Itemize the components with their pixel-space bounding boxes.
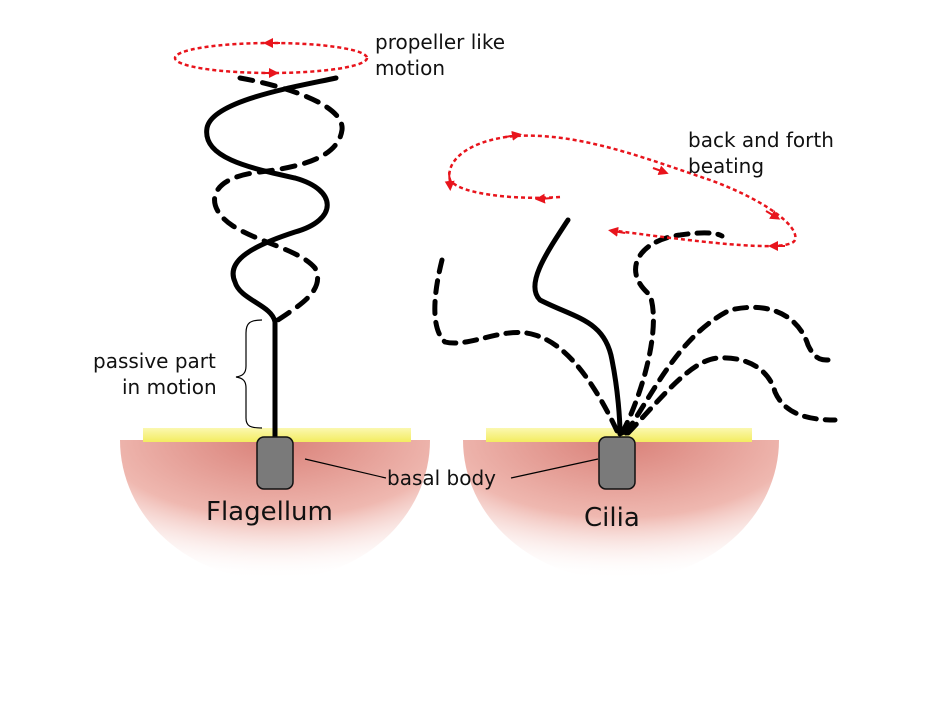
propeller-label-line1: propeller like xyxy=(375,30,505,54)
flagellum-helix-back xyxy=(212,75,345,323)
cilium-solid xyxy=(532,217,623,437)
cilium-stroke-far-left xyxy=(432,257,621,436)
beating-arrow-3 xyxy=(765,210,781,220)
basal-body-leader-left xyxy=(304,458,387,479)
cilia-cell-body xyxy=(463,440,779,580)
cilium-stroke-mid-top xyxy=(619,230,725,436)
propeller-motion-path xyxy=(173,41,369,75)
flagellum-helix-front xyxy=(204,75,339,325)
beating-arrow-1 xyxy=(504,130,522,141)
beating-motion-path xyxy=(448,134,797,248)
flagellum-cell-body xyxy=(120,440,430,580)
flagellum-title: Flagellum xyxy=(206,497,333,527)
beating-arrow-7 xyxy=(444,171,455,191)
basal-body-label: basal body xyxy=(387,466,497,490)
cilia-basal-body xyxy=(598,436,636,490)
passive-label-line1: passive part xyxy=(93,349,216,373)
passive-label-line2: in motion xyxy=(122,375,217,399)
beating-arrow-2 xyxy=(652,165,669,175)
back-forth-label-line2: beating xyxy=(688,154,765,178)
propeller-label-line2: motion xyxy=(375,56,446,80)
flagellum-basal-body xyxy=(256,436,294,490)
passive-brace xyxy=(235,319,263,429)
back-forth-label-line1: back and forth xyxy=(688,128,834,152)
basal-body-leader-right xyxy=(510,458,599,479)
beating-arrow-6 xyxy=(535,193,553,204)
cilia-title: Cilia xyxy=(584,503,640,533)
beating-arrow-5 xyxy=(608,226,626,237)
cilium-stroke-right-mid xyxy=(623,304,831,436)
cilium-stroke-right-low xyxy=(625,355,838,436)
